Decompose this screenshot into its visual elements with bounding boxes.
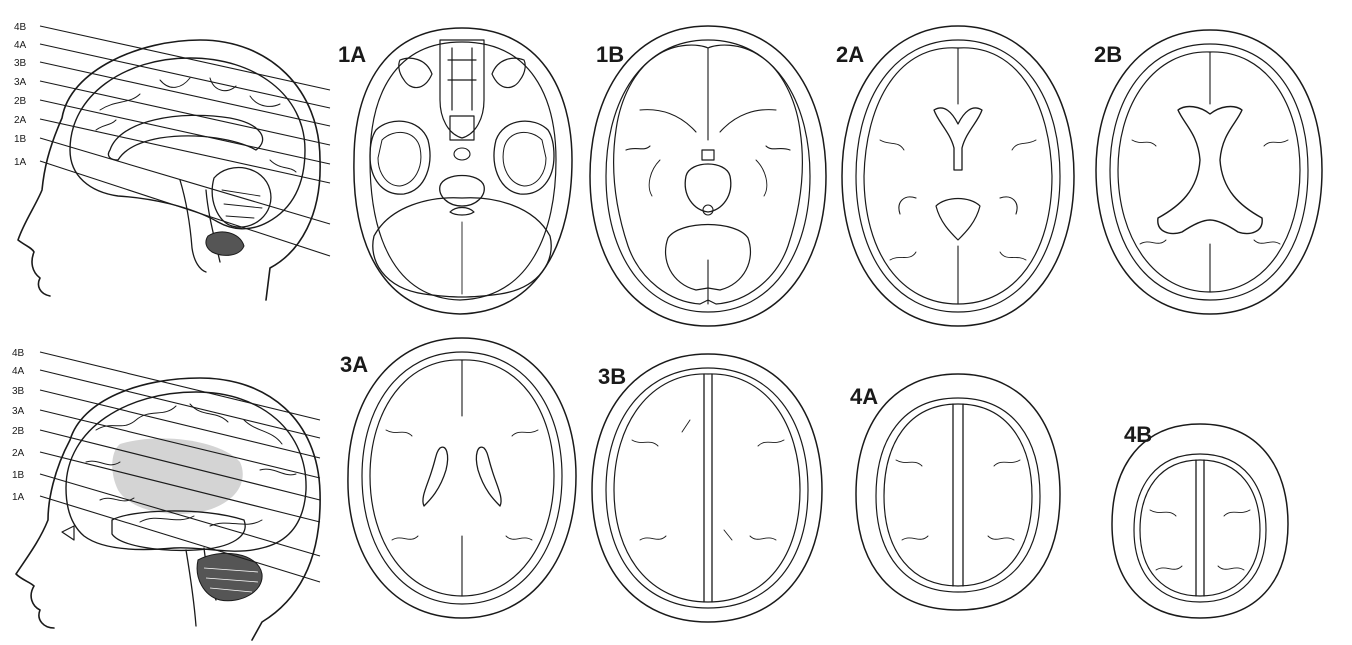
sagittal-level-labels: 4B 4A 3B 3A 2B 2A 1B 1A xyxy=(14,22,27,168)
section-4a-cortex-outer xyxy=(876,398,1040,592)
section-3b-sulci xyxy=(632,420,784,540)
section-4a-fissure xyxy=(953,404,963,586)
section-1a-temporal-left-inner xyxy=(378,132,421,186)
level-label-3a: 3A xyxy=(14,77,27,88)
section-4b-cortex xyxy=(1140,460,1260,596)
ear xyxy=(62,526,74,540)
section-3b-fissure xyxy=(704,374,712,602)
level-label-1a: 1A xyxy=(14,157,27,168)
section-1a-skull-outer xyxy=(354,28,572,314)
section-2a-occipital-horns xyxy=(899,197,1017,214)
level-label-2a: 2A xyxy=(14,115,27,126)
section-1b: 1B xyxy=(590,26,826,326)
section-4b-skull-outer xyxy=(1112,424,1288,618)
section-1b-stalk xyxy=(702,150,714,160)
section-1a-sphenoid xyxy=(450,116,474,140)
section-4a-cortex xyxy=(884,404,1032,586)
section-1a-pons xyxy=(440,176,485,207)
section-label-3b: 3B xyxy=(598,364,626,389)
section-label-4a: 4A xyxy=(850,384,878,409)
section-label-1b: 1B xyxy=(596,42,624,67)
section-3a: 3A xyxy=(340,338,576,618)
section-3a-ventricle-right xyxy=(476,447,501,506)
sagittal-slice-lines xyxy=(40,26,330,256)
section-label-1a: 1A xyxy=(338,42,366,67)
section-1a-fourth-ventricle xyxy=(450,208,474,216)
head-outline-top xyxy=(18,40,320,300)
section-label-2b: 2B xyxy=(1094,42,1122,67)
section-4b-fissure xyxy=(1196,460,1204,596)
level-label-3a: 3A xyxy=(12,406,25,417)
section-2a-ventricles xyxy=(934,108,982,170)
level-label-4a: 4A xyxy=(12,366,25,377)
section-2b-cortex xyxy=(1118,52,1300,292)
cerebellum-lateral xyxy=(197,553,262,600)
level-label-2b: 2B xyxy=(12,426,25,437)
section-2b-skull-inner xyxy=(1110,44,1308,300)
lateral-view: 4B 4A 3B 3A 2B 2A 1B 1A xyxy=(12,348,320,640)
section-2a: 2A xyxy=(836,26,1074,326)
section-2a-third-ventricle xyxy=(936,199,980,241)
section-1a-pituitary xyxy=(454,148,470,160)
section-4b-sulci xyxy=(1150,510,1250,570)
section-4a: 4A xyxy=(850,374,1060,610)
section-1a-temporal-right-inner xyxy=(503,132,546,186)
section-1b-temporal-sulci xyxy=(649,160,767,196)
section-2b: 2B xyxy=(1094,30,1322,314)
temporal-lobe xyxy=(112,511,245,550)
section-4b-cortex-outer xyxy=(1134,454,1266,602)
level-label-1a: 1A xyxy=(12,492,25,503)
section-4a-sulci xyxy=(896,460,1020,540)
level-label-2b: 2B xyxy=(14,96,27,107)
level-label-2a: 2A xyxy=(12,448,25,459)
section-3a-sulci xyxy=(386,430,538,540)
section-1a-skull-inner xyxy=(370,42,556,300)
section-3b-skull-inner xyxy=(606,368,808,608)
section-4a-skull-outer xyxy=(856,374,1060,610)
section-1a-orbit-left xyxy=(399,58,432,87)
section-label-3a: 3A xyxy=(340,352,368,377)
section-1a: 1A xyxy=(338,28,572,314)
level-label-4b: 4B xyxy=(14,22,27,33)
medial-gyri xyxy=(96,78,296,172)
level-label-3b: 3B xyxy=(12,386,25,397)
corpus-callosum xyxy=(108,115,262,160)
level-label-1b: 1B xyxy=(12,470,25,481)
cerebellum-shaded-top xyxy=(206,232,244,255)
section-3a-ventricle-left xyxy=(423,447,448,506)
section-3b: 3B xyxy=(592,354,822,622)
section-1b-aqueduct xyxy=(703,205,713,215)
section-label-2a: 2A xyxy=(836,42,864,67)
brainstem xyxy=(180,180,220,272)
section-label-4b: 4B xyxy=(1124,422,1152,447)
section-3b-cortex xyxy=(614,374,800,602)
level-label-1b: 1B xyxy=(14,134,27,145)
level-label-4a: 4A xyxy=(14,40,27,51)
section-4b: 4B xyxy=(1112,422,1288,618)
level-label-4b: 4B xyxy=(12,348,25,359)
lateral-level-labels: 4B 4A 3B 3A 2B 2A 1B 1A xyxy=(12,348,25,503)
section-3b-skull-outer xyxy=(592,354,822,622)
section-2b-sulci xyxy=(1132,140,1288,244)
section-2b-skull-outer xyxy=(1096,30,1322,314)
section-2b-ventricles xyxy=(1158,107,1262,234)
section-2a-sulci xyxy=(880,140,1036,260)
section-1a-sinus xyxy=(440,40,484,138)
section-1a-orbit-right xyxy=(492,58,525,87)
level-label-3b: 3B xyxy=(14,58,27,69)
sagittal-view: 4B 4A 3B 3A 2B 2A 1B 1A xyxy=(14,22,330,300)
